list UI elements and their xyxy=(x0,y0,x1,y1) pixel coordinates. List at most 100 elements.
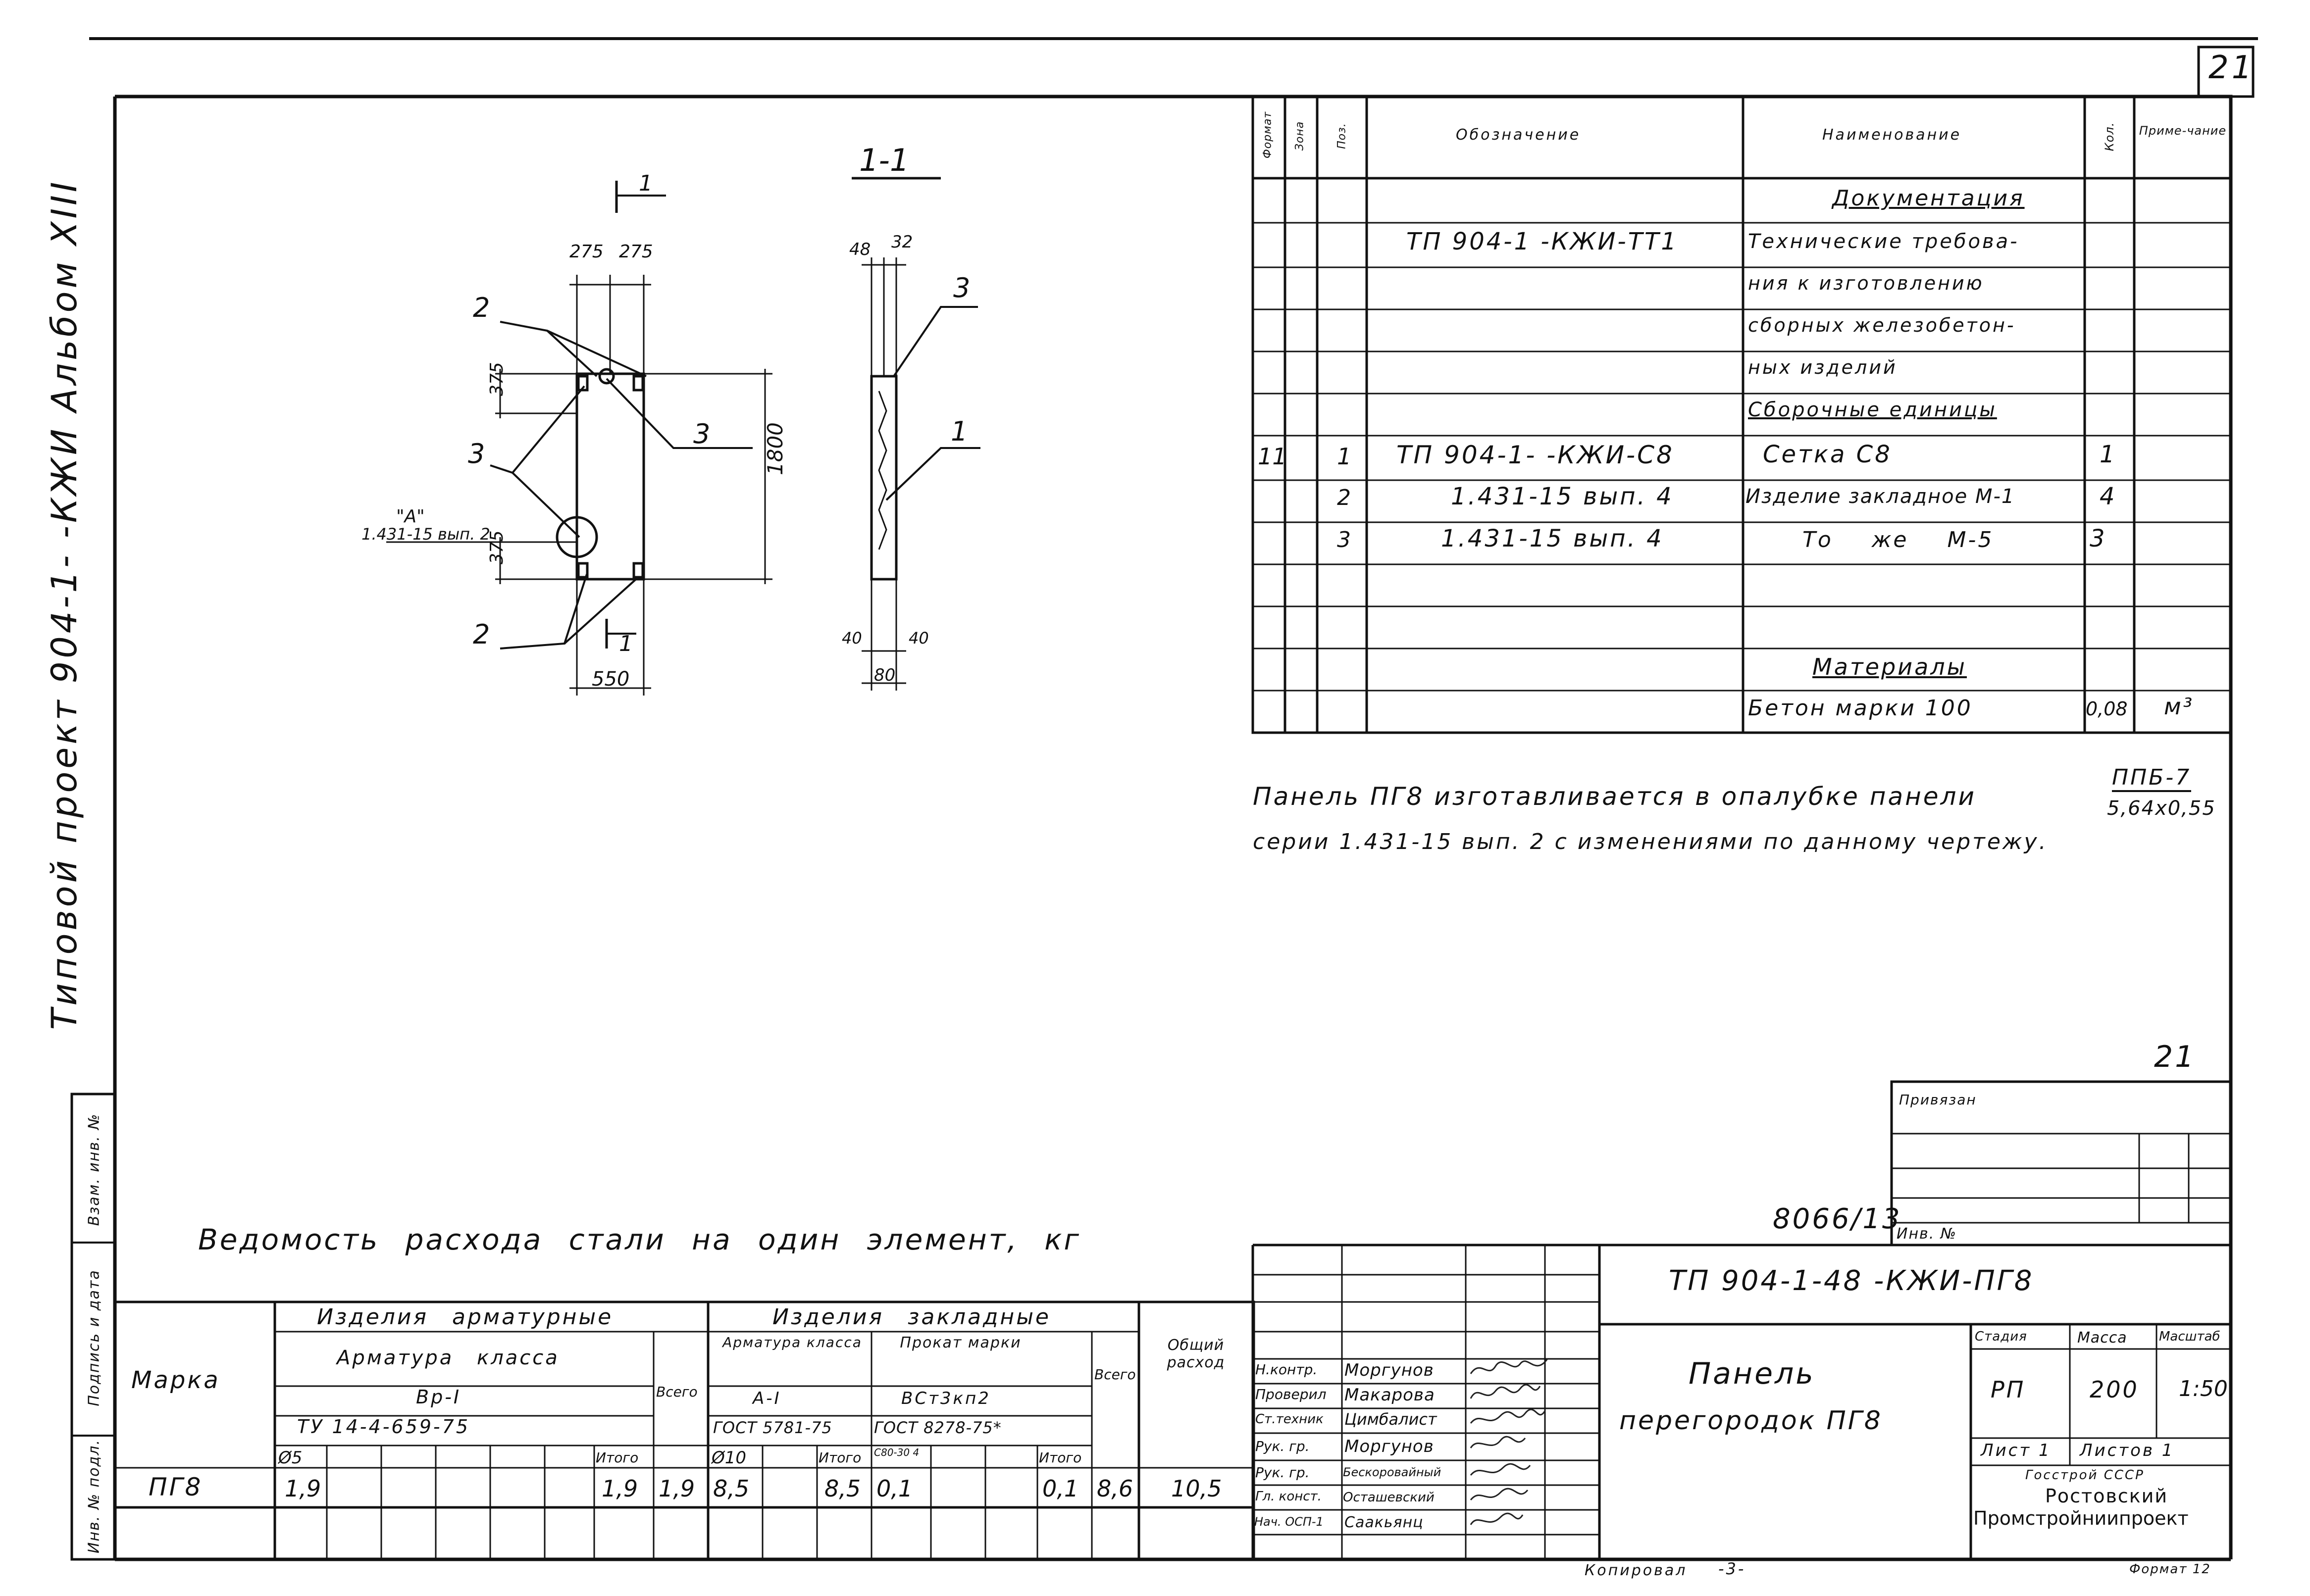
spec-row-pos: 2 xyxy=(1337,485,1353,510)
format-label: Формат 12 xyxy=(2129,1562,2211,1577)
signer-name: Моргунов xyxy=(1344,1437,1434,1456)
steel-row-prof: 0,1 xyxy=(876,1475,913,1502)
dim-40-left: 40 xyxy=(842,629,862,648)
copied-label: Копировал xyxy=(1585,1562,1688,1579)
pos-label: 2 xyxy=(473,292,490,323)
signer-name: Бескоровайный xyxy=(1343,1465,1441,1479)
sheets-label: Листов 1 xyxy=(2080,1441,2175,1460)
org-line-1: Госстрой СССР xyxy=(2025,1468,2145,1483)
dim-375-bottom: 375 xyxy=(487,530,507,564)
steel-group1-std: ТУ 14-4-659-75 xyxy=(297,1416,470,1438)
note-fraction-top: ППБ-7 xyxy=(2112,765,2192,792)
section-label: 1-1 xyxy=(859,142,909,178)
spec-row-qty: 1 xyxy=(2100,441,2117,468)
signer-name: Цимбалист xyxy=(1344,1410,1437,1429)
steel-group1-class: Вр-I xyxy=(416,1386,462,1408)
spec-table-grid xyxy=(1251,95,2232,734)
steel-group2-b-std: ГОСТ 8278-75* xyxy=(874,1418,1002,1437)
steel-overall-header: Общий расход xyxy=(1167,1337,1225,1371)
steel-itogo1: Итого xyxy=(596,1449,639,1466)
spec-header-designation: Обозначение xyxy=(1456,126,1581,144)
steel-group2-a-std: ГОСТ 5781-75 xyxy=(713,1418,832,1437)
scale-label: Масштаб xyxy=(2159,1329,2220,1344)
spec-row-name: ния к изготовлению xyxy=(1748,272,1984,294)
spec-row-pos: 1 xyxy=(1337,443,1354,470)
spec-row-pos: 3 xyxy=(1337,527,1353,552)
pos-label: 1 xyxy=(951,416,968,447)
dim-275-right: 275 xyxy=(619,242,653,262)
copied-sign: -3- xyxy=(1718,1559,1746,1578)
signer-role: Рук. гр. xyxy=(1255,1464,1310,1481)
steel-d5: Ø5 xyxy=(278,1448,303,1468)
spec-row-qty: 3 xyxy=(2090,525,2107,552)
dim-1800: 1800 xyxy=(763,422,787,475)
signer-name: Осташевский xyxy=(1343,1490,1435,1505)
spec-header-zone: Зона xyxy=(1293,121,1306,151)
pos-label: 3 xyxy=(468,438,485,469)
steel-itogo2: Итого xyxy=(819,1449,862,1466)
steel-total1-header: Всего xyxy=(656,1384,698,1400)
spec-row-name: ных изделий xyxy=(1748,356,1898,378)
steel-group1-sub: Арматура класса xyxy=(337,1347,560,1369)
spec-row-name: Сборочные единицы xyxy=(1748,399,1997,421)
steel-table-grid xyxy=(113,1300,1255,1561)
stage-value: РП xyxy=(1991,1376,2026,1403)
spec-row-qty: 0,08 xyxy=(2086,698,2128,720)
steel-row-d5: 1,9 xyxy=(285,1475,321,1502)
document-name-1: Панель xyxy=(1689,1356,1815,1391)
steel-group2-b-class: ВСт3кп2 xyxy=(901,1389,991,1408)
detail-ref-series: 1.431-15 вып. 2 xyxy=(361,525,490,544)
spec-row-note: м³ xyxy=(2164,693,2195,720)
note-line-2: серии 1.431-15 вып. 2 с изменениями по д… xyxy=(1253,829,2048,854)
steel-title: Ведомость расхода стали на один элемент,… xyxy=(198,1223,1081,1256)
dim-275-left: 275 xyxy=(569,242,604,262)
signer-role: Проверил xyxy=(1255,1386,1327,1402)
inv-label: Инв. № xyxy=(1897,1225,1957,1243)
detail-a-circle xyxy=(598,368,615,385)
pos-label: 3 xyxy=(953,272,970,303)
steel-row-itogo2: 8,5 xyxy=(824,1475,861,1502)
spec-row-name: Изделие закладное М-1 xyxy=(1745,485,2015,508)
document-name-2: перегородок ПГ8 xyxy=(1619,1406,1883,1436)
note-line-1: Панель ПГ8 изготавливается в опалубке па… xyxy=(1253,782,1977,811)
spec-row-name: сборных железобетон- xyxy=(1748,314,2016,336)
spec-row-format: 11 xyxy=(1258,443,1287,470)
document-code: ТП 904-1-48 -КЖИ-ПГ8 xyxy=(1669,1265,2034,1297)
sheet-label: Лист 1 xyxy=(1981,1441,2052,1460)
title-block-grid xyxy=(1251,1080,2232,1559)
spec-row-designation: 1.431-15 вып. 4 xyxy=(1451,483,1674,510)
mass-label: Масса xyxy=(2077,1329,2127,1347)
steel-row-itogo3: 0,1 xyxy=(1042,1475,1079,1502)
spec-row-name: Технические требова- xyxy=(1748,230,2019,253)
org-line-2: Ростовский xyxy=(2045,1485,2168,1507)
note-fraction-bottom: 5,64х0,55 xyxy=(2107,797,2216,820)
dim-550: 550 xyxy=(592,668,629,691)
steel-row-marka: ПГ8 xyxy=(149,1473,203,1501)
pos-label: 2 xyxy=(473,619,490,650)
signer-role: Н.контр. xyxy=(1255,1361,1318,1378)
steel-row-overall: 10,5 xyxy=(1171,1475,1222,1502)
pos-label: 3 xyxy=(693,418,710,449)
spec-header-pos: Поз. xyxy=(1335,123,1348,149)
org-line-3: Промстройниипроект xyxy=(1973,1507,2189,1529)
spec-header-qty: Кол. xyxy=(2103,122,2116,151)
signer-role: Рук. гр. xyxy=(1255,1438,1310,1454)
spec-header-name: Наименование xyxy=(1822,126,1962,144)
steel-group2-a: Арматура класса xyxy=(722,1334,862,1350)
spec-row-designation: ТП 904-1 -КЖИ-ТТ1 xyxy=(1406,228,1678,255)
privyazan-label: Привязан xyxy=(1899,1092,1977,1108)
page-number: 21 xyxy=(2208,50,2255,86)
spec-row-name: Бетон марки 100 xyxy=(1748,696,1973,721)
dim-80: 80 xyxy=(874,665,895,685)
sheet-number-above-block: 21 xyxy=(2154,1040,2196,1074)
signatures xyxy=(1470,1358,1548,1525)
steel-group2-b: Прокат марки xyxy=(900,1334,1022,1351)
stage-label: Стадия xyxy=(1975,1329,2027,1344)
spec-header-format: Формат xyxy=(1261,111,1274,159)
steel-group1: Изделия арматурные xyxy=(317,1304,614,1330)
steel-total2-header: Всего xyxy=(1094,1366,1136,1383)
spec-row-qty: 4 xyxy=(2100,483,2117,510)
steel-row-itogo1: 1,9 xyxy=(602,1475,638,1502)
steel-row-total1: 1,9 xyxy=(659,1475,695,1502)
steel-marka-header: Марка xyxy=(131,1366,220,1394)
